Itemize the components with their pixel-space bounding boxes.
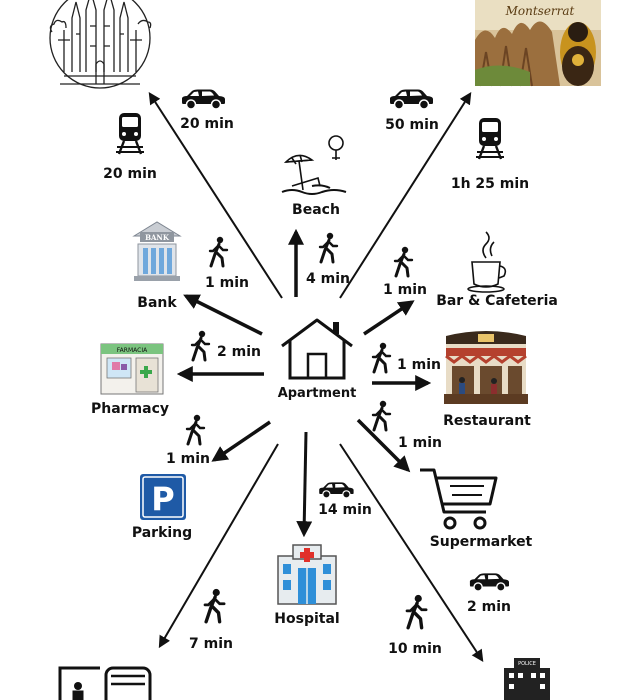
house-icon bbox=[281, 318, 353, 380]
police-car-time: 2 min bbox=[467, 599, 511, 615]
sagrada-familia-node: 20 min 20 min bbox=[49, 0, 234, 182]
restaurant-label: Restaurant bbox=[443, 413, 531, 429]
car-icon bbox=[318, 481, 355, 499]
supermarket-node: Supermarket 1 min bbox=[371, 400, 533, 550]
arrow-supermarket bbox=[356, 418, 411, 473]
bank-icon: BANK bbox=[132, 221, 182, 281]
bank-label: Bank bbox=[137, 295, 177, 311]
pharmacy-walk-time: 2 min bbox=[217, 344, 261, 360]
train-icon bbox=[115, 112, 145, 156]
restaurant-walk-time: 1 min bbox=[397, 357, 441, 373]
police-node: 2 min 10 min POLICE bbox=[388, 572, 550, 700]
hospital-icon bbox=[277, 544, 337, 605]
walking-person-icon bbox=[208, 236, 229, 268]
pharmacy-node: FARMACIA Pharmacy 2 min bbox=[91, 330, 261, 417]
walking-person-icon bbox=[185, 414, 206, 446]
supermarket-label: Supermarket bbox=[430, 534, 533, 550]
police-walk-time: 10 min bbox=[388, 641, 442, 657]
restaurant-icon bbox=[444, 331, 528, 404]
coffee-cup-icon bbox=[467, 231, 507, 293]
beach-node: Beach 4 min bbox=[281, 135, 350, 287]
montserrat-car-time: 50 min bbox=[385, 117, 439, 133]
supermarket-walk-time: 1 min bbox=[398, 435, 442, 451]
bar-walk-time: 1 min bbox=[383, 282, 427, 298]
walking-person-icon bbox=[371, 342, 392, 374]
montserrat-train-time: 1h 25 min bbox=[451, 176, 529, 192]
car-icon bbox=[469, 572, 510, 592]
police-sign-text: POLICE bbox=[518, 661, 536, 667]
connector-lines bbox=[148, 91, 484, 663]
line-montserrat bbox=[339, 91, 472, 299]
walking-person-icon bbox=[371, 400, 392, 432]
arrow-bar bbox=[363, 300, 415, 336]
transport-node: 7 min bbox=[58, 588, 233, 700]
montserrat-node: Montserrat 50 min 1h 25 min bbox=[385, 0, 601, 192]
line-transport bbox=[158, 443, 279, 649]
walking-person-icon bbox=[190, 330, 211, 362]
beach-label: Beach bbox=[292, 202, 340, 218]
bank-sign-text: BANK bbox=[145, 233, 170, 242]
hospital-car-time: 14 min bbox=[318, 502, 372, 518]
transport-walk-time: 7 min bbox=[189, 636, 233, 652]
pharmacy-sign-text: FARMACIA bbox=[117, 347, 148, 354]
hospital-node: Hospital 14 min bbox=[274, 481, 372, 627]
bank-node: BANK Bank 1 min bbox=[132, 221, 249, 311]
restaurant-node: Restaurant 1 min bbox=[371, 331, 531, 429]
sagrada-train-time: 20 min bbox=[103, 166, 157, 182]
beach-icon bbox=[281, 135, 347, 195]
bar-node: Bar & Cafeteria 1 min bbox=[383, 231, 558, 309]
montserrat-picture: Montserrat bbox=[475, 0, 601, 87]
arrow-parking bbox=[211, 420, 271, 462]
walking-person-icon bbox=[203, 588, 226, 624]
bank-walk-time: 1 min bbox=[205, 275, 249, 291]
parking-icon: P bbox=[140, 474, 186, 520]
police-station-icon: POLICE bbox=[504, 658, 550, 700]
parking-walk-time: 1 min bbox=[166, 451, 210, 467]
pharmacy-icon: FARMACIA bbox=[100, 343, 164, 395]
walking-person-icon bbox=[393, 246, 414, 278]
line-sagrada bbox=[148, 91, 283, 299]
apartment-label: Apartment bbox=[278, 386, 357, 401]
walking-person-icon bbox=[318, 232, 339, 264]
bar-label: Bar & Cafeteria bbox=[436, 293, 558, 309]
beach-walk-time: 4 min bbox=[306, 271, 350, 287]
bus-stop-icon bbox=[58, 666, 152, 700]
arrow-bank bbox=[183, 294, 263, 336]
car-icon bbox=[181, 88, 226, 110]
pharmacy-label: Pharmacy bbox=[91, 401, 169, 417]
apartment-node: Apartment bbox=[278, 318, 357, 401]
sagrada-familia-icon bbox=[49, 0, 152, 89]
parking-node: P Parking 1 min bbox=[132, 414, 210, 541]
montserrat-title: Montserrat bbox=[505, 4, 575, 18]
hospital-label: Hospital bbox=[274, 611, 339, 627]
parking-label: Parking bbox=[132, 525, 192, 541]
line-police bbox=[339, 443, 484, 663]
walking-person-icon bbox=[405, 594, 428, 630]
shopping-cart-icon bbox=[420, 468, 498, 530]
car-icon bbox=[389, 88, 434, 110]
arrow-hospital bbox=[296, 431, 313, 538]
train-icon bbox=[475, 116, 505, 161]
parking-sign-letter: P bbox=[151, 480, 174, 518]
sagrada-car-time: 20 min bbox=[180, 116, 234, 132]
